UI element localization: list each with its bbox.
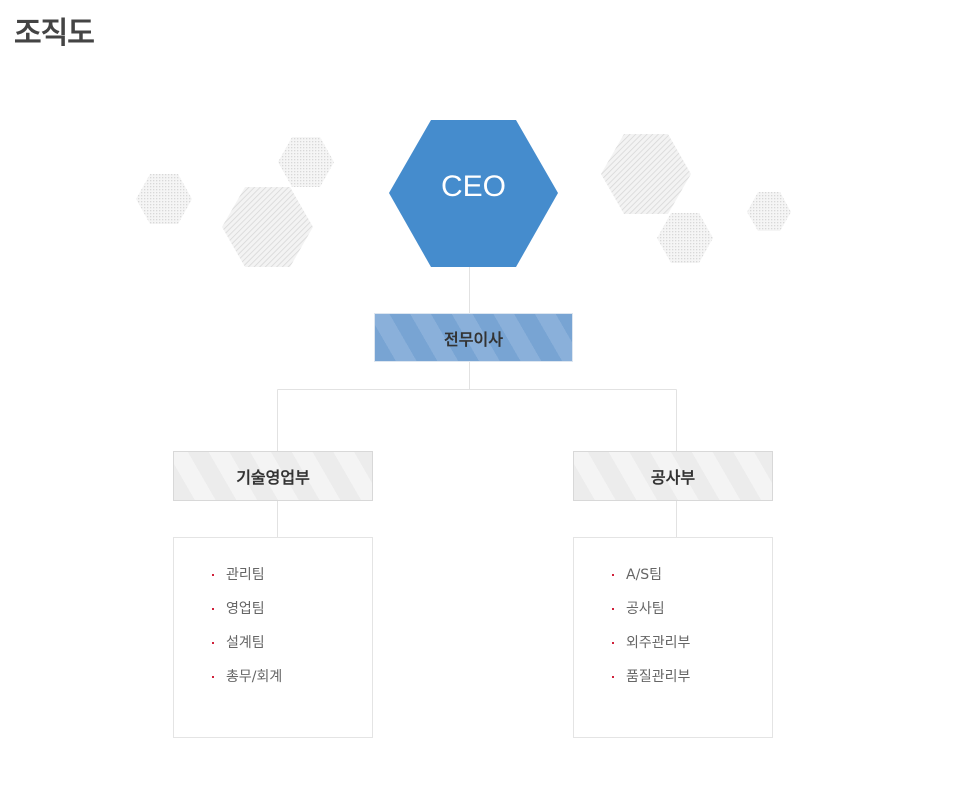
decorative-hexagon [657, 213, 713, 263]
decorative-hexagon [136, 174, 192, 224]
ceo-hexagon [389, 120, 558, 267]
team-item: 총무/회계 [212, 666, 372, 700]
tech-sales-dept-node: 기술영업부 [173, 451, 373, 501]
decorative-hexagon [601, 134, 691, 214]
team-item: 품질관리부 [612, 666, 772, 700]
construction-team-list: A/S팀 공사팀 외주관리부 품질관리부 [573, 537, 773, 738]
executive-director-node: 전무이사 [374, 313, 573, 362]
decorative-hexagon [747, 192, 791, 231]
page-title: 조직도 [14, 16, 95, 51]
team-item: 공사팀 [612, 598, 772, 632]
team-item: 설계팀 [212, 632, 372, 666]
decorative-hexagon [278, 137, 334, 187]
decorative-hexagon [222, 187, 313, 267]
team-item: 영업팀 [212, 598, 372, 632]
ceo-node: CEO [440, 170, 506, 203]
construction-dept-node: 공사부 [573, 451, 773, 501]
tech-sales-team-list: 관리팀 영업팀 설계팀 총무/회계 [173, 537, 373, 738]
connector-lines [277, 267, 677, 537]
team-item: A/S팀 [612, 564, 772, 598]
team-item: 관리팀 [212, 564, 372, 598]
team-item: 외주관리부 [612, 632, 772, 666]
